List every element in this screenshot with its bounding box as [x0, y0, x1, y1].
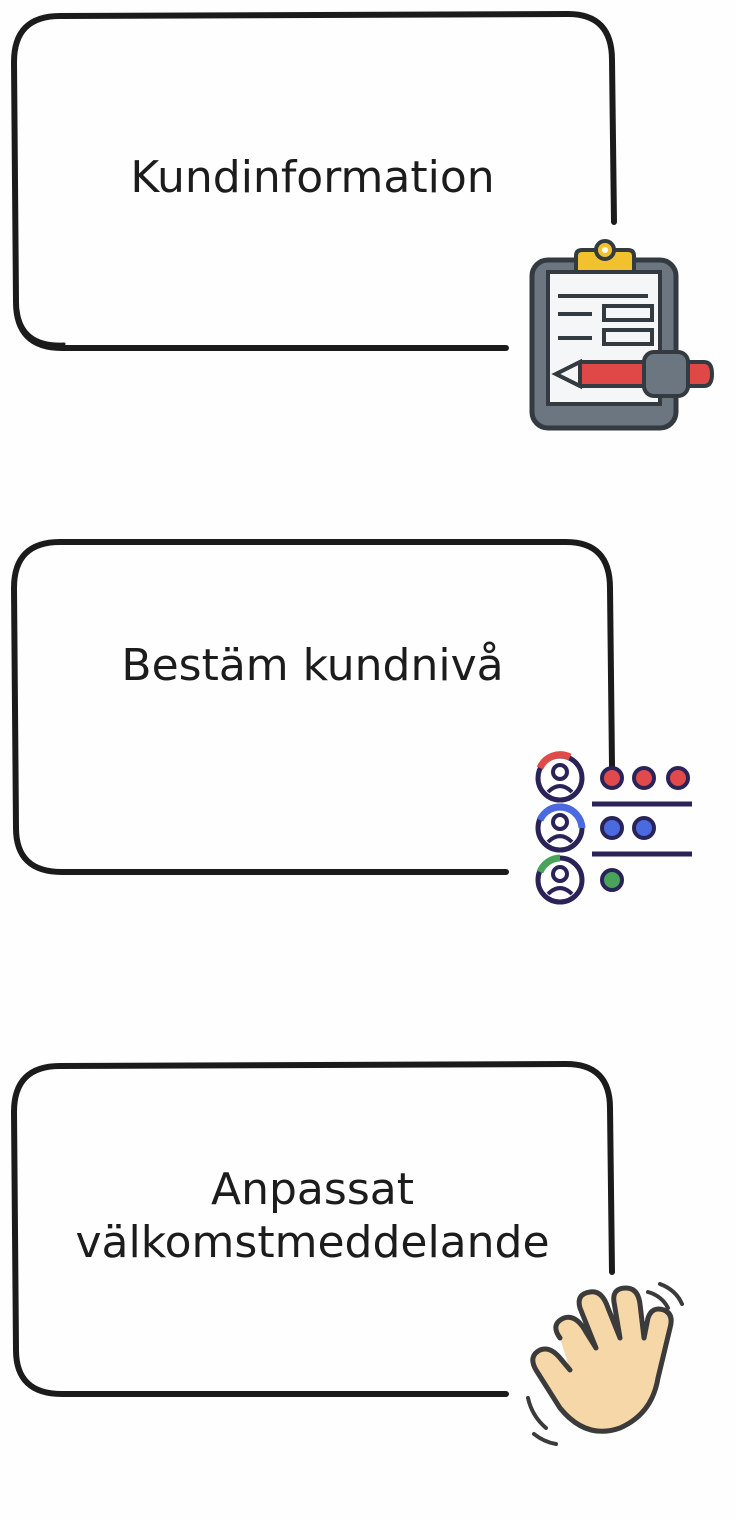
waving-hand-icon — [526, 1282, 684, 1446]
step-box-frame — [11, 11, 617, 351]
step-box-frame — [11, 539, 615, 875]
step-label: Bestäm kundnivå — [121, 640, 504, 691]
step-card-2: Bestäm kundnivå — [0, 526, 736, 996]
step-box-frame — [11, 1061, 615, 1397]
step-label: Anpassat välkomstmeddelande — [75, 1164, 550, 1268]
step-card-1: Kundinformation — [0, 0, 736, 470]
customer-tier-list-icon — [535, 751, 692, 905]
clipboard-pen-icon — [529, 239, 715, 431]
step-label: Kundinformation — [130, 152, 495, 203]
step-card-3: Anpassat välkomstmeddelande — [0, 1050, 736, 1520]
